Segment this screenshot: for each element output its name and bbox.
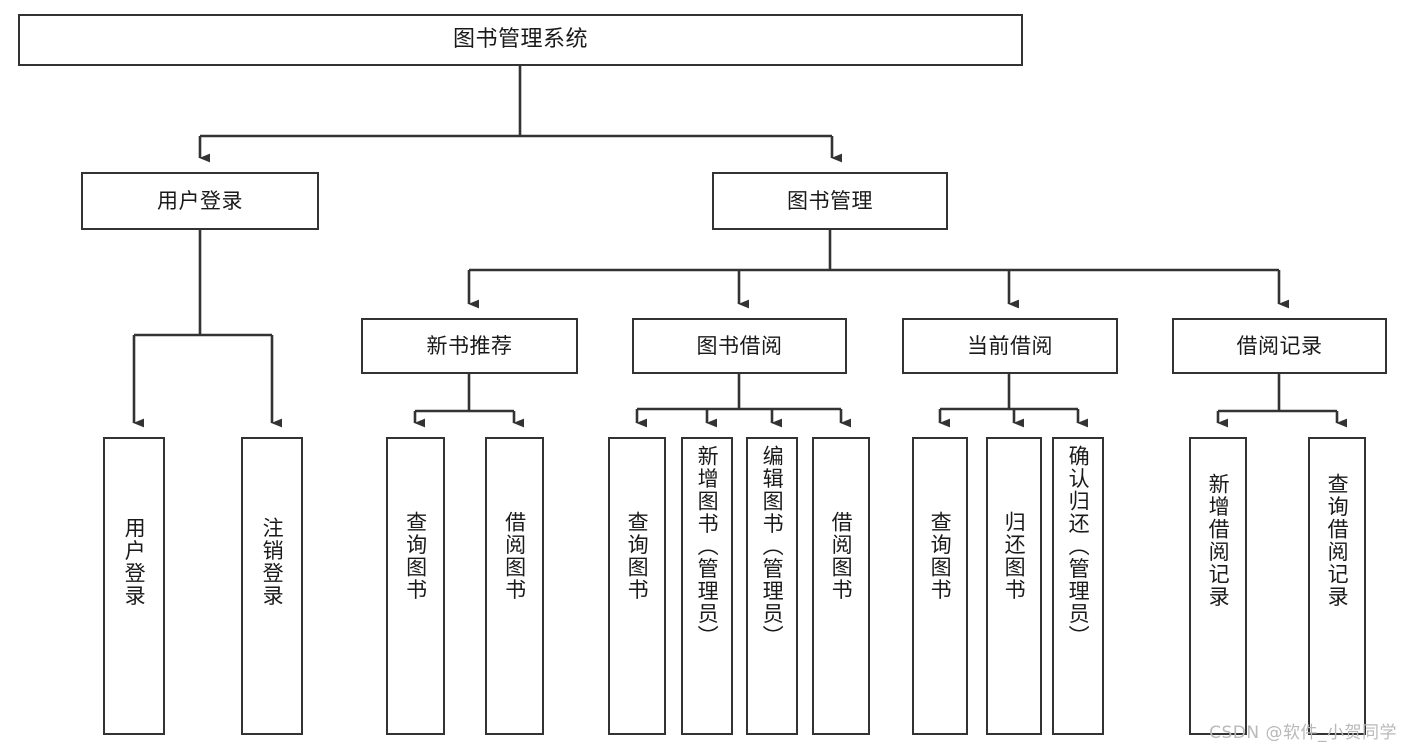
node-leaf-query-book-2[interactable]: 查询图书	[608, 437, 666, 735]
node-leaf-query-record[interactable]: 查询借阅记录	[1308, 437, 1366, 735]
node-leaf-logout[interactable]: 注销登录	[241, 437, 303, 735]
node-leaf-borrow-book-2-label: 借阅图书	[829, 511, 854, 601]
node-root-label: 图书管理系统	[452, 27, 588, 53]
node-leaf-query-book-3[interactable]: 查询图书	[912, 437, 968, 735]
node-leaf-add-book-label: 新增图书（管理员）	[695, 445, 720, 648]
node-borrow-record[interactable]: 借阅记录	[1172, 318, 1387, 374]
node-user-login[interactable]: 用户登录	[81, 172, 319, 230]
node-leaf-edit-book[interactable]: 编辑图书（管理员）	[746, 437, 798, 735]
node-book-borrow[interactable]: 图书借阅	[632, 318, 847, 374]
node-leaf-edit-book-label: 编辑图书（管理员）	[760, 445, 785, 648]
node-borrow-record-label: 借阅记录	[1236, 333, 1323, 358]
node-leaf-logout-label: 注销登录	[260, 517, 285, 607]
node-leaf-query-book-3-label: 查询图书	[928, 511, 953, 601]
node-leaf-add-record-label: 新增借阅记录	[1206, 473, 1231, 608]
node-leaf-return-book-label: 归还图书	[1002, 511, 1027, 601]
node-new-book-rec-label: 新书推荐	[426, 333, 513, 358]
node-leaf-query-record-label: 查询借阅记录	[1325, 473, 1350, 608]
node-leaf-borrow-book-2[interactable]: 借阅图书	[812, 437, 870, 735]
node-new-book-rec[interactable]: 新书推荐	[361, 318, 578, 374]
node-leaf-query-book-2-label: 查询图书	[625, 511, 650, 601]
node-leaf-borrow-book-1[interactable]: 借阅图书	[485, 437, 544, 735]
node-leaf-confirm-return-label: 确认归还（管理员）	[1066, 445, 1091, 648]
node-leaf-add-record[interactable]: 新增借阅记录	[1189, 437, 1247, 735]
node-leaf-user-login[interactable]: 用户登录	[103, 437, 165, 735]
node-leaf-confirm-return[interactable]: 确认归还（管理员）	[1052, 437, 1104, 735]
node-root[interactable]: 图书管理系统	[18, 14, 1023, 66]
node-leaf-query-book-1[interactable]: 查询图书	[386, 437, 445, 735]
node-leaf-return-book[interactable]: 归还图书	[986, 437, 1042, 735]
node-book-manage[interactable]: 图书管理	[712, 172, 948, 230]
node-current-borrow-label: 当前借阅	[967, 333, 1053, 358]
node-leaf-user-login-label: 用户登录	[122, 517, 147, 607]
node-leaf-query-book-1-label: 查询图书	[403, 511, 428, 601]
node-book-borrow-label: 图书借阅	[696, 333, 783, 358]
watermark-text: CSDN @软件_小贺同学	[1209, 723, 1397, 743]
node-book-manage-label: 图书管理	[787, 188, 873, 213]
node-user-login-label: 用户登录	[157, 188, 243, 213]
node-leaf-add-book[interactable]: 新增图书（管理员）	[681, 437, 733, 735]
node-leaf-borrow-book-1-label: 借阅图书	[502, 511, 527, 601]
node-current-borrow[interactable]: 当前借阅	[902, 318, 1118, 374]
